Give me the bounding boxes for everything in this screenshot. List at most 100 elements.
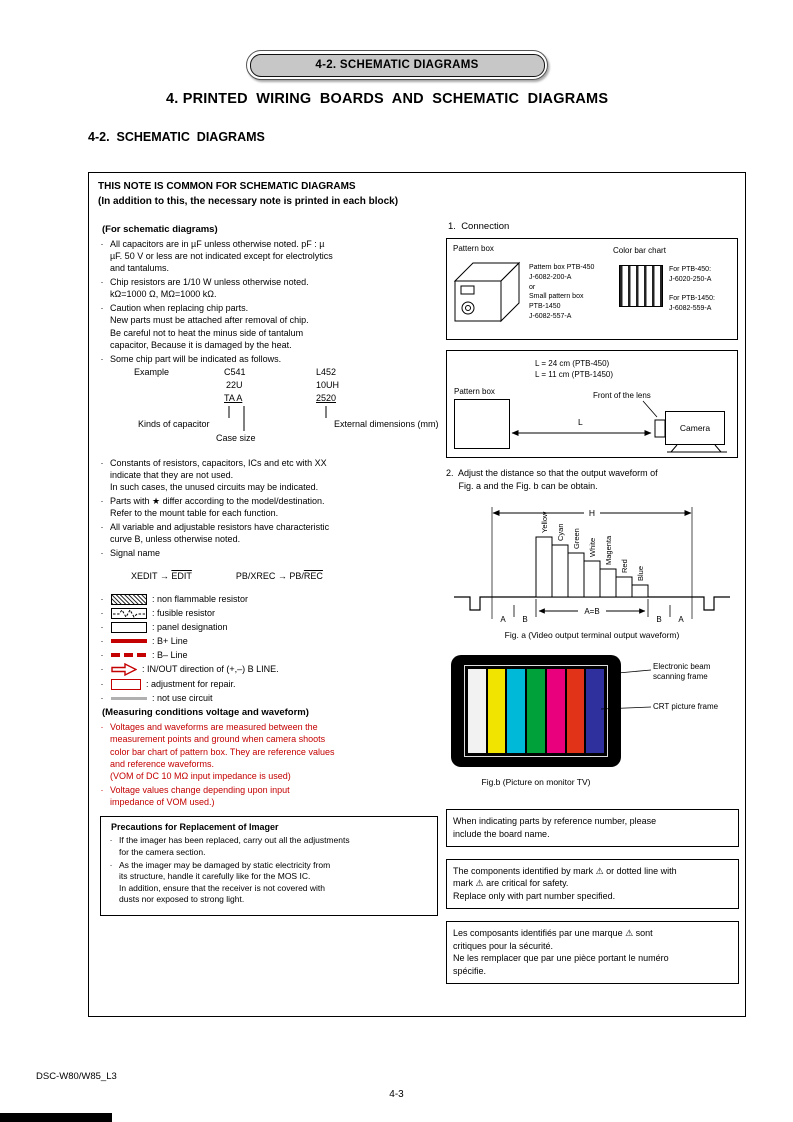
note-bullet: · Chip resistors are 1/10 W unless other… — [98, 276, 440, 300]
bullet-dot: · — [100, 457, 104, 468]
dim-label-b1: B — [522, 615, 527, 624]
note-bullet: · Constants of resistors, capacitors, IC… — [98, 457, 440, 494]
dim-label-aeqb: A=B — [584, 607, 599, 616]
panel-designation-icon — [111, 621, 147, 633]
signal-from2: PB/XREC → PB/ — [235, 570, 304, 581]
camera-label: Camera — [679, 423, 711, 433]
fusible-resistor-icon — [111, 607, 147, 619]
common-note-box: THIS NOTE IS COMMON FOR SCHEMATIC DIAGRA… — [88, 172, 746, 1017]
for-schematic-title: (For schematic diagrams) — [102, 224, 218, 235]
bar-label-magenta: Magenta — [604, 535, 613, 565]
note-box-title: THIS NOTE IS COMMON FOR SCHEMATIC DIAGRA… — [98, 179, 398, 209]
adjust-instruction: 2. Adjust the distance so that the outpu… — [446, 468, 658, 492]
example-coil-ref: L452 — [316, 366, 337, 377]
dim-label-b2: B — [656, 615, 661, 624]
bullet-text: All variable and adjustable resistors ha… — [110, 522, 330, 545]
page-title: 4. PRINTED WIRING BOARDS AND SCHEMATIC D… — [166, 91, 609, 107]
color-bar-chart-icon — [619, 265, 663, 307]
safety-mark-note-fr: Les composants identifiés par une marque… — [446, 920, 739, 984]
legend-label: : B+ Line — [152, 635, 188, 646]
bullet-text: Chip resistors are 1/10 W unless otherwi… — [110, 277, 309, 300]
non-flammable-resistor-icon — [111, 593, 147, 605]
bullet-dot: · — [100, 679, 104, 690]
color-bar-cyan — [507, 669, 526, 754]
precaution-text: If the imager has been replaced, carry o… — [119, 835, 350, 857]
bar-label-red: Red — [620, 559, 629, 573]
bullet-text: All capacitors are in µF unless otherwis… — [110, 239, 333, 274]
example-case-label: Case size — [216, 432, 256, 443]
example-cap-ref: C541 — [224, 366, 246, 377]
red-note-bullet: · Voltage values change depending upon i… — [98, 784, 440, 808]
adjustment-repair-icon — [111, 679, 141, 691]
note-bullet: · Caution when replacing chip parts. New… — [98, 302, 440, 351]
legend-label: : B– Line — [152, 649, 188, 660]
section-pill: 4-2. SCHEMATIC DIAGRAMS — [246, 50, 548, 80]
color-bar-white — [468, 669, 486, 754]
right-column: 1. Connection Pattern box Pattern box PT… — [446, 221, 739, 984]
pattern-box-3d-icon — [453, 261, 521, 323]
distance-values: L = 24 cm (PTB-450) L = 11 cm (PTB-1450) — [535, 359, 614, 380]
bullet-dot: · — [100, 621, 104, 632]
color-bar-blue — [586, 669, 605, 754]
model-footer: DSC-W80/W85_L3 — [36, 1071, 117, 1082]
board-name-note: When indicating parts by reference numbe… — [446, 809, 739, 847]
color-bar-chart-label: Color bar chart — [613, 246, 666, 255]
fig-connection: Pattern box Pattern box PTB-450 J-6082-2… — [446, 238, 738, 340]
dim-label-a1: A — [500, 615, 506, 624]
note-bullet: · Signal name — [98, 547, 440, 559]
not-use-circuit-icon — [111, 697, 147, 701]
b-plus-line-icon — [111, 639, 147, 644]
bullet-text: Signal name — [110, 547, 161, 558]
precautions-title: Precautions for Replacement of Imager — [111, 822, 279, 833]
fig-distance-lines — [511, 400, 727, 453]
bullet-dot: · — [100, 649, 104, 660]
bullet-text: Constants of resistors, capacitors, ICs … — [110, 457, 327, 493]
color-bar-magenta — [546, 669, 565, 754]
bullet-dot: · — [100, 239, 104, 249]
fig-a-caption: Fig. a (Video output terminal output wav… — [504, 630, 680, 641]
precaution-text: As the imager may be damaged by static e… — [119, 859, 331, 905]
fig-distance: L = 24 cm (PTB-450) L = 11 cm (PTB-1450)… — [446, 350, 738, 458]
pattern-box-label: Pattern box — [453, 244, 494, 253]
scanning-frame-label: Electronic beam scanning frame — [653, 662, 711, 682]
signal-to2: REC — [303, 570, 323, 581]
bar-label-green: Green — [572, 528, 581, 549]
scan-artifact — [0, 1113, 112, 1122]
color-bar-green — [527, 669, 545, 754]
signal-from1: XEDIT → — [131, 570, 172, 581]
legend-label: : non flammable resistor — [152, 593, 249, 604]
bullet-text: Some chip part will be indicated as foll… — [110, 353, 282, 364]
legend-label: : not use circuit — [152, 693, 213, 704]
legend-bplus: · : B+ Line — [98, 636, 440, 647]
fig-b-pointer-lines — [600, 669, 652, 710]
bullet-dot: · — [100, 353, 104, 364]
note-bullet: · Some chip part will be indicated as fo… — [98, 353, 440, 365]
bullet-dot: · — [100, 277, 104, 288]
legend-inout: · : IN/OUT direction of (+,–) B LINE. — [98, 663, 440, 677]
connection-heading: 1. Connection — [448, 221, 510, 232]
bar-label-white: White — [588, 538, 597, 557]
bullet-dot: · — [100, 547, 104, 558]
legend-fusible: · : fusible resistor — [98, 607, 440, 619]
color-bar-red — [566, 669, 585, 754]
left-column: (For schematic diagrams) · All capacitor… — [98, 221, 440, 916]
bullet-dot: · — [100, 522, 104, 533]
color-bar-part-numbers: For PTB-450: J-6020-250-A For PTB-1450: … — [669, 266, 715, 313]
bullet-text: Caution when replacing chip parts. New p… — [110, 303, 309, 350]
imager-precautions-box: Precautions for Replacement of Imager · … — [100, 816, 438, 916]
legend-bminus: · : B– Line — [98, 650, 440, 661]
front-of-lens-label: Front of the lens — [593, 391, 651, 400]
measuring-conditions-title: (Measuring conditions voltage and wavefo… — [102, 707, 309, 719]
b-minus-line-icon — [111, 652, 147, 657]
red-note-bullet: · Voltages and waveforms are measured be… — [98, 721, 440, 782]
bullet-dot: · — [100, 722, 104, 733]
fig-b: Electronic beam scanning frame CRT pictu… — [446, 651, 738, 797]
note-bullet: · Parts with ★ differ according to the m… — [98, 495, 440, 519]
example-ext-label: External dimensions (mm) — [334, 418, 439, 429]
example-cap-value: 22U — [226, 379, 243, 390]
bar-label-cyan: Cyan — [556, 524, 565, 542]
safety-mark-note: The components identified by mark ⚠ or d… — [446, 858, 739, 909]
page-number: 4-3 — [389, 1089, 404, 1100]
tv-screen — [464, 665, 608, 758]
